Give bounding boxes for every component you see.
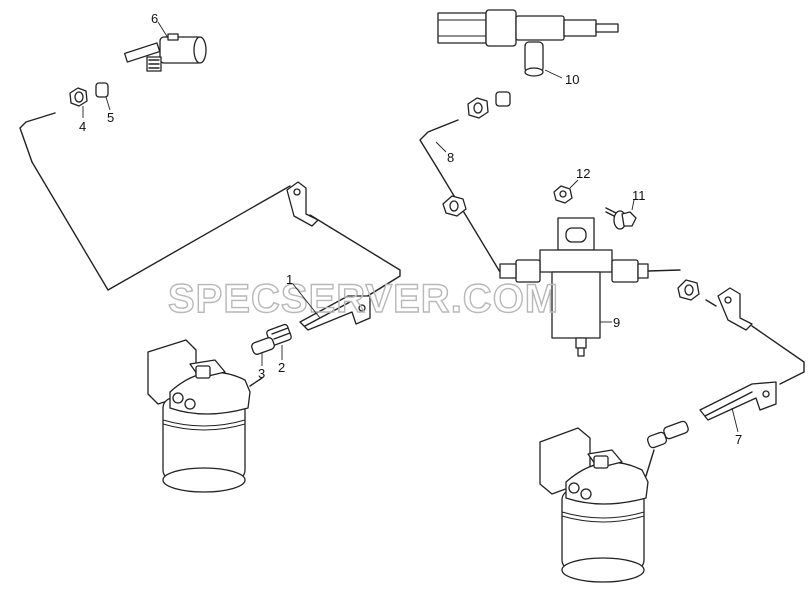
svg-text:3: 3 — [258, 366, 265, 381]
svg-text:1: 1 — [286, 272, 293, 287]
bracket-right-upper — [705, 287, 753, 331]
sleeve-part-5 — [95, 82, 109, 98]
bracket-left-upper — [286, 181, 319, 227]
callout-5: 5 — [105, 96, 114, 125]
svg-text:4: 4 — [79, 119, 86, 134]
callout-9: 9 — [600, 315, 620, 330]
svg-text:8: 8 — [447, 150, 454, 165]
svg-text:5: 5 — [107, 110, 114, 125]
nut-right-middle — [442, 195, 467, 217]
pipe-part-8 — [419, 119, 521, 273]
sleeve-right-upper — [495, 91, 511, 107]
sensor-part-10 — [437, 9, 619, 77]
watermark: SPECSERVER.COM — [168, 277, 559, 321]
callout-8: 8 — [435, 141, 454, 165]
fuel-filter-right — [539, 427, 655, 583]
callout-6: 6 — [151, 11, 169, 39]
callout-12: 12 — [569, 166, 590, 189]
fuel-pipe-right-lower — [751, 325, 805, 385]
svg-text:2: 2 — [278, 360, 285, 375]
clamp-part-7 — [699, 381, 777, 421]
svg-text:9: 9 — [613, 315, 620, 330]
callout-7: 7 — [731, 407, 742, 447]
svg-text:7: 7 — [735, 432, 742, 447]
nut-part-12 — [553, 185, 573, 204]
callout-3: 3 — [258, 352, 265, 381]
union-right — [646, 420, 689, 449]
union-part-3 — [251, 337, 275, 355]
solenoid-part-9 — [499, 217, 681, 357]
clamp-part-1 — [299, 295, 371, 331]
fuel-pipe-left — [19, 112, 401, 311]
callout-1: 1 — [286, 272, 321, 319]
callout-2: 2 — [278, 345, 285, 375]
callout-11: 11 — [631, 188, 646, 211]
bolt-part-11 — [605, 207, 637, 230]
svg-text:10: 10 — [565, 72, 579, 87]
nut-right-upper — [467, 97, 489, 119]
valve-part-6 — [123, 33, 207, 72]
svg-text:12: 12 — [576, 166, 590, 181]
callout-4: 4 — [79, 106, 86, 134]
callout-10: 10 — [544, 69, 579, 87]
svg-text:6: 6 — [151, 11, 158, 26]
nut-part-4 — [69, 87, 88, 107]
svg-text:11: 11 — [632, 188, 646, 203]
fuel-filter-left — [147, 339, 263, 493]
nut-right-lower — [677, 279, 700, 301]
